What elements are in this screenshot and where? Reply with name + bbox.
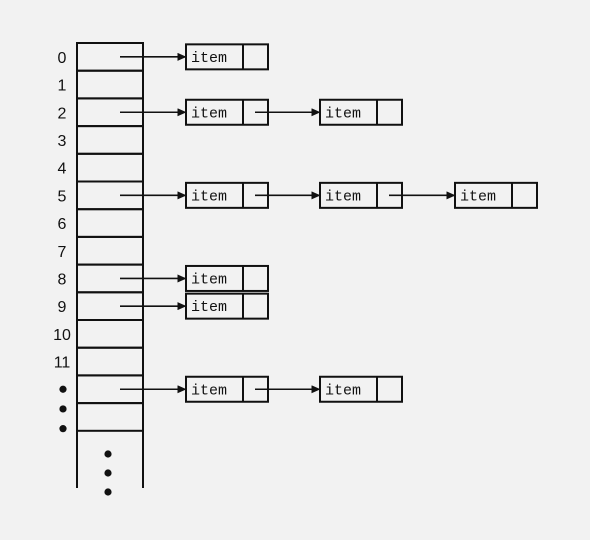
list-node: item [454,181,538,209]
list-node-box [185,43,269,71]
ellipsis-dot-icon [104,469,112,477]
row-label: 0 [58,50,67,67]
row-label: 4 [58,161,67,178]
list-node: item [319,375,403,403]
row-label-dot-icon [59,425,67,433]
row-label: 10 [53,327,71,344]
row-label: 7 [58,244,67,261]
ellipsis-dot-icon [104,488,112,496]
row-label: 1 [58,78,67,95]
list-node-label: item [191,382,227,399]
row-label: 8 [58,271,67,288]
row-label: 6 [58,216,67,233]
list-node-label: item [191,105,227,122]
chain: item item [120,98,403,126]
row-label-column: 0 1 2 3 4 5 6 7 8 9 10 11 [53,50,71,433]
list-node-box [319,98,403,126]
row-label-dot-icon [59,405,67,413]
ellipsis-dot-icon [104,450,112,458]
row-label: 2 [58,105,67,122]
list-node-box [319,375,403,403]
list-node-label: item [191,50,227,67]
list-node-label: item [191,271,227,288]
chain: item [120,43,269,71]
list-node: item [185,43,269,71]
list-node-label: item [460,188,496,205]
list-node-label: item [325,105,361,122]
row-label-dot-icon [59,385,67,393]
row-label: 5 [58,188,67,205]
row-label: 11 [54,355,71,372]
chain: item [120,292,269,320]
list-node: item [319,98,403,126]
chain: item item [120,375,403,403]
list-node-box [454,181,538,209]
row-label: 9 [58,299,67,316]
bucket-cell [76,152,144,183]
chain-layer: item item item item item item item item item item [120,43,538,403]
bucket-cell [76,319,144,349]
list-node-box [185,292,269,320]
list-node-box [185,264,269,292]
list-node-label: item [191,299,227,316]
chain: item [120,264,269,292]
row-label: 3 [58,133,67,150]
list-node: item [185,264,269,292]
bucket-cell [76,125,144,155]
list-node-label: item [325,382,361,399]
chain: item item item [120,181,538,209]
bucket-array [76,42,144,496]
bucket-cell [76,346,144,377]
list-node-label: item [191,188,227,205]
bucket-cell [76,402,144,432]
bucket-cell [76,235,144,266]
bucket-cell [76,69,144,100]
list-node: item [185,292,269,320]
list-node-label: item [325,188,361,205]
bucket-cell [76,208,144,238]
